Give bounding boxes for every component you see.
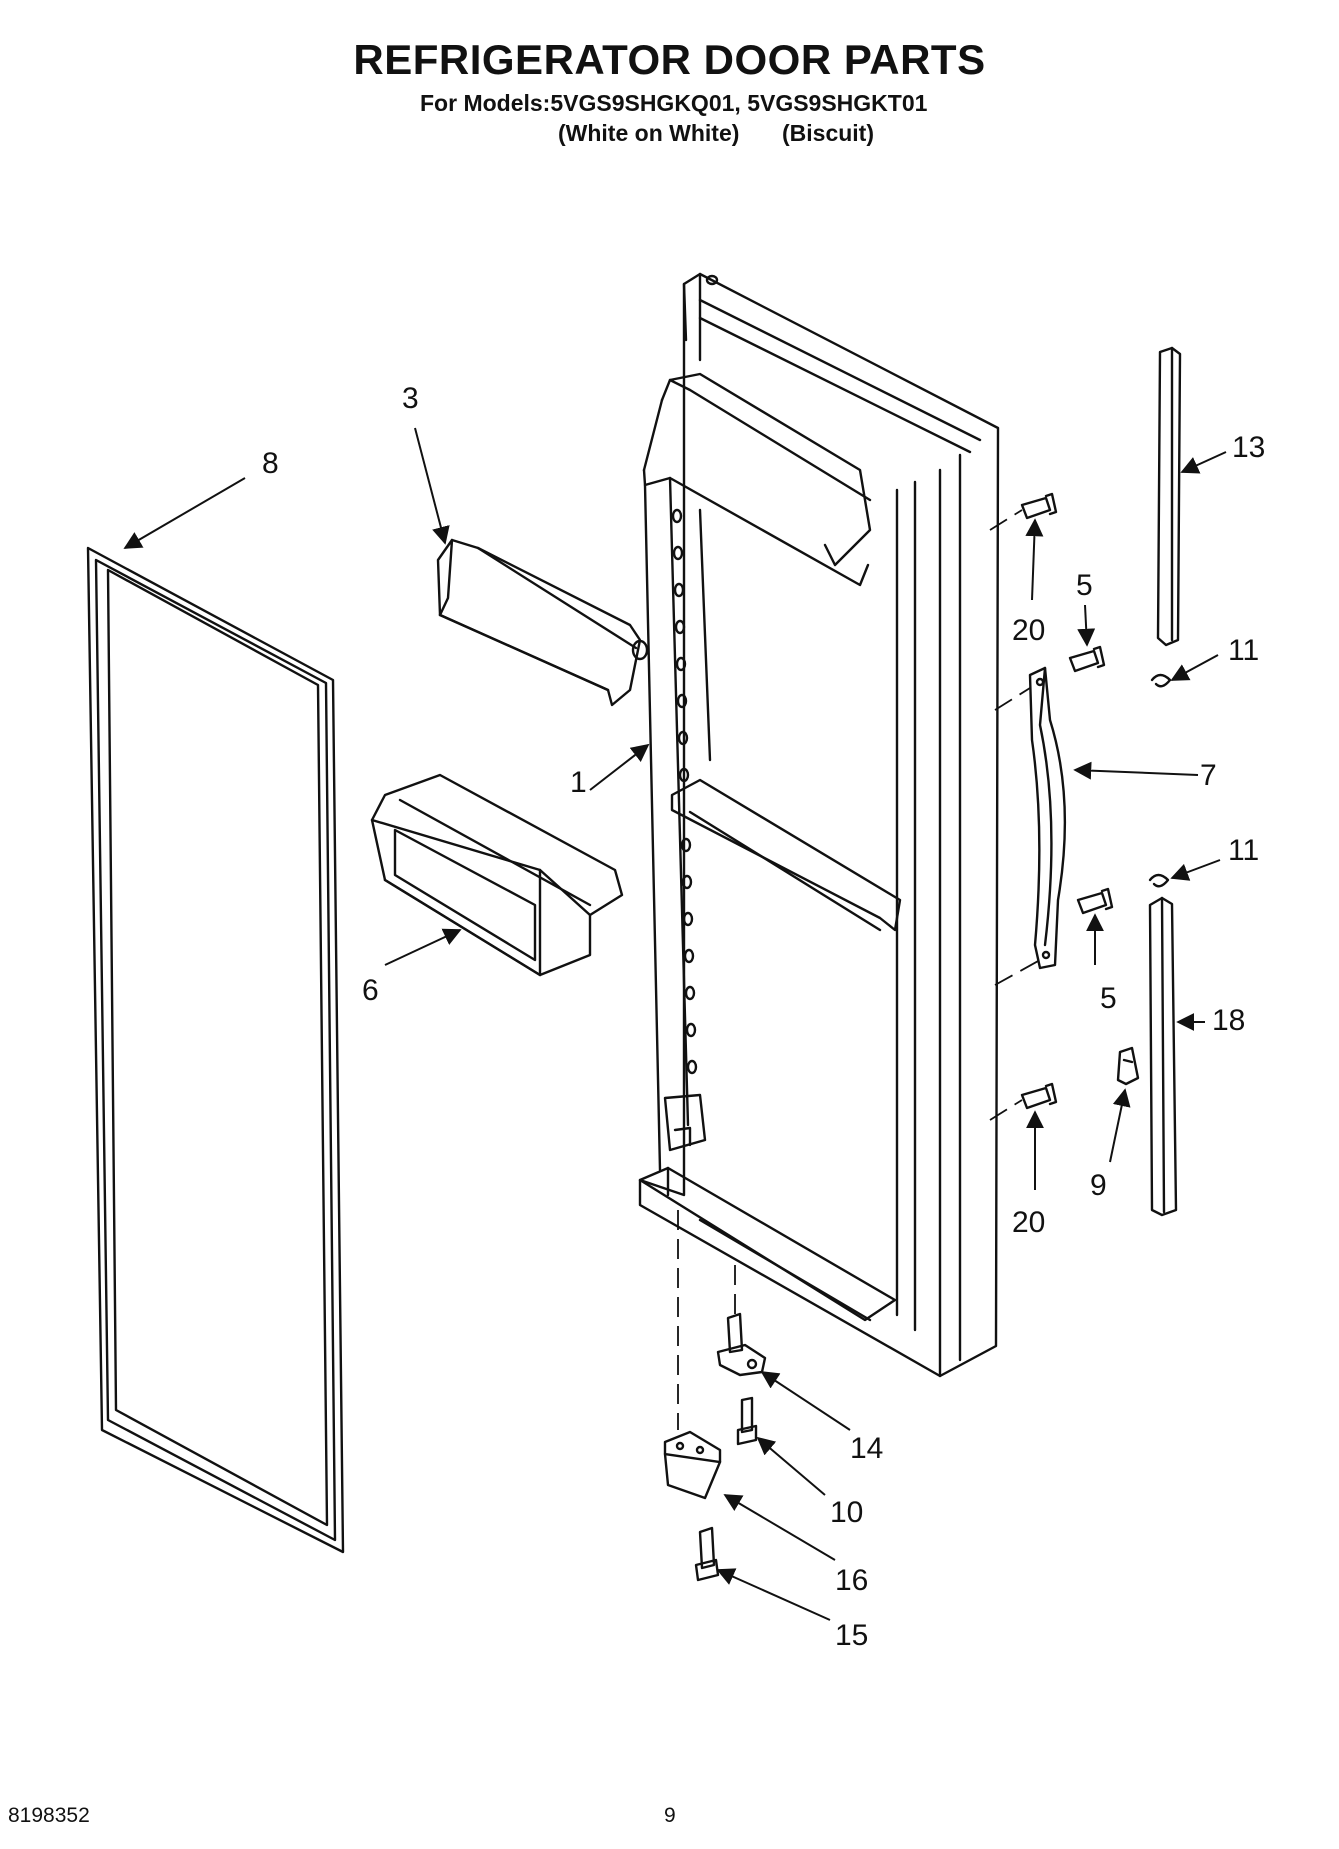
callout-11-lower: 11: [1228, 834, 1259, 867]
callout-5-upper: 5: [1076, 569, 1093, 602]
variant-biscuit: (Biscuit): [782, 120, 874, 146]
part-hinge-screw: [736, 1396, 758, 1446]
part-screw-lower: [1020, 1082, 1058, 1110]
assembly-lines: [677, 509, 1041, 1430]
part-door-liner: [638, 272, 1000, 1378]
callout-7: 7: [1200, 759, 1217, 792]
arrow-11-upper: [1170, 654, 1219, 681]
arrow-6: [384, 928, 462, 966]
arrow-14: [760, 1371, 851, 1431]
part-hinge-bracket: [663, 1430, 722, 1500]
callout-15: 15: [835, 1619, 868, 1652]
arrow-1: [589, 743, 650, 791]
part-top-trim: [1156, 346, 1182, 647]
part-clip-lower: [1148, 873, 1170, 888]
callout-3: 3: [402, 382, 419, 415]
callout-14: 14: [850, 1432, 883, 1465]
page-number: 9: [664, 1804, 676, 1827]
document-number: 8198352: [8, 1804, 90, 1827]
liner-shelf-holes: [671, 274, 719, 1075]
part-clip-upper: [1150, 673, 1172, 688]
variant-white-on-white: (White on White): [558, 120, 740, 146]
callout-16: 16: [835, 1564, 868, 1597]
arrow-7: [1073, 761, 1199, 780]
part-screw-upper: [1020, 492, 1058, 520]
arrow-9: [1109, 1088, 1131, 1163]
callout-18: 18: [1212, 1004, 1245, 1037]
arrow-11-lower: [1170, 859, 1221, 881]
part-bottom-trim: [1148, 896, 1178, 1217]
callout-13: 13: [1232, 431, 1265, 464]
arrow-5-upper: [1077, 604, 1096, 647]
arrow-8: [123, 477, 246, 549]
arrow-13: [1180, 451, 1227, 474]
callout-10: 10: [830, 1496, 863, 1529]
arrow-15: [716, 1568, 831, 1621]
callout-8: 8: [262, 447, 279, 480]
model-numbers: For Models:5VGS9SHGKQ01, 5VGS9SHGKT01: [420, 90, 928, 116]
arrow-20-upper: [1025, 518, 1044, 601]
part-shelf-cover: [436, 538, 649, 707]
callout-1: 1: [570, 766, 587, 799]
callout-11-upper: 11: [1228, 634, 1259, 667]
arrow-10: [756, 1436, 826, 1496]
callout-5-lower: 5: [1100, 982, 1117, 1015]
page-title: REFRIGERATOR DOOR PARTS: [353, 36, 986, 83]
part-handle-screw-upper: [1068, 645, 1106, 673]
part-handle-screw-lower: [1076, 887, 1114, 915]
callout-20-upper: 20: [1012, 614, 1045, 647]
part-bracket-screw: [694, 1526, 720, 1582]
callout-6: 6: [362, 974, 379, 1007]
part-door-gasket: [86, 546, 345, 1554]
callout-9: 9: [1090, 1169, 1107, 1202]
arrow-3: [414, 427, 450, 545]
part-door-stop: [1116, 1046, 1140, 1086]
part-door-bin: [370, 773, 624, 977]
callout-arrows: [123, 427, 1227, 1621]
arrow-16: [723, 1494, 836, 1561]
callout-20-lower: 20: [1012, 1206, 1045, 1239]
part-hinge-pin: [716, 1312, 767, 1377]
part-door-handle: [1028, 666, 1067, 970]
